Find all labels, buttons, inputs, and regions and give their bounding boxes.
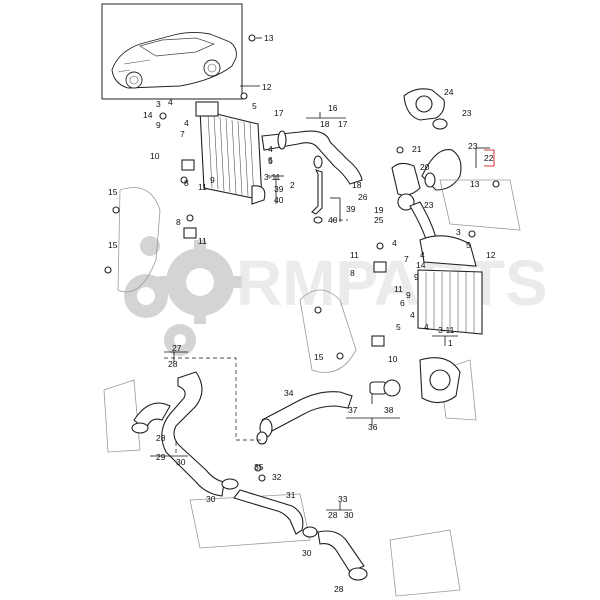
callout-15: 15 [108, 187, 118, 197]
callout-32: 32 [272, 472, 282, 482]
callout-4: 4 [424, 322, 429, 332]
callout-40: 40 [274, 195, 284, 205]
callout-34: 34 [284, 388, 294, 398]
callout-9: 9 [414, 272, 419, 282]
callout-13: 13 [470, 179, 480, 189]
callout-28: 28 [334, 584, 344, 594]
callout-10: 10 [150, 151, 160, 161]
callout-9: 9 [406, 290, 411, 300]
intercooler-left [195, 101, 266, 205]
callout-28: 28 [168, 359, 178, 369]
callout-7: 7 [404, 254, 409, 264]
callout-14: 14 [416, 260, 426, 270]
callout-11: 11 [198, 182, 207, 192]
callout-19: 19 [374, 205, 384, 215]
callout-17: 17 [338, 119, 348, 129]
callout-25: 25 [374, 215, 384, 225]
callout-15: 15 [314, 352, 324, 362]
callout-23: 23 [468, 141, 478, 151]
callout-3-11: 3-11 [264, 172, 281, 182]
callout-14: 14 [143, 110, 153, 120]
callout-5: 5 [252, 101, 257, 111]
callout-1: 1 [448, 338, 453, 348]
callout-29: 29 [156, 452, 166, 462]
leader-lines [150, 37, 495, 511]
callout-31: 31 [286, 490, 296, 500]
hose-upper [261, 130, 363, 185]
callout-9: 9 [156, 120, 161, 130]
callout-4: 4 [420, 250, 425, 260]
callout-8: 8 [176, 217, 181, 227]
callout-4: 4 [268, 144, 273, 154]
callout-36: 36 [368, 422, 378, 432]
pipe-lower [221, 478, 368, 581]
hose-lower-left [131, 371, 225, 497]
callout-22: 22 [484, 153, 494, 163]
callout-35: 35 [254, 462, 264, 472]
callout-40: 40 [328, 215, 338, 225]
callout-6: 6 [400, 298, 405, 308]
callout-11: 11 [198, 236, 207, 246]
callout-18: 18 [320, 119, 330, 129]
intercooler-right [417, 235, 483, 335]
callout-6: 6 [268, 155, 273, 165]
callout-5: 5 [466, 240, 471, 250]
watermark: RMPARTS [124, 236, 548, 356]
callout-20: 20 [420, 162, 430, 172]
callout-2: 2 [290, 180, 295, 190]
callout-11: 11 [394, 284, 403, 294]
callout-30: 30 [302, 548, 312, 558]
watermark-text: RMPARTS [236, 247, 548, 319]
callout-18: 18 [352, 180, 362, 190]
callout-16: 16 [328, 103, 338, 113]
callout-8: 8 [350, 268, 355, 278]
callout-30: 30 [206, 494, 216, 504]
callout-27: 27 [172, 343, 182, 353]
callout-30: 30 [344, 510, 354, 520]
callout-23: 23 [462, 108, 472, 118]
callout-5: 5 [396, 322, 401, 332]
callout-labels: 13 12 3 4 5 14 9 4 7 17 16 18 17 4 5 6 1… [108, 33, 496, 594]
callout-30: 30 [176, 457, 186, 467]
callout-4: 4 [410, 310, 415, 320]
pipe-small [311, 169, 323, 224]
callout-7: 7 [180, 129, 185, 139]
body-structure-ghost [103, 179, 521, 597]
vehicle-thumbnail [101, 3, 243, 100]
callout-23: 23 [424, 200, 434, 210]
callout-28: 28 [156, 433, 166, 443]
callout-26: 26 [358, 192, 368, 202]
callout-11: 11 [350, 250, 359, 260]
callout-39: 39 [274, 184, 284, 194]
callout-3-11: 3-11 [438, 325, 455, 335]
air-pipe-middle [256, 357, 461, 445]
callout-9: 9 [210, 175, 215, 185]
callout-28: 28 [328, 510, 338, 520]
callout-12: 12 [262, 82, 272, 92]
callout-10: 10 [388, 354, 398, 364]
callout-38: 38 [384, 405, 394, 415]
callout-4: 4 [184, 118, 189, 128]
callout-12: 12 [486, 250, 496, 260]
callout-33: 33 [338, 494, 348, 504]
callout-39: 39 [346, 204, 356, 214]
callout-37: 37 [348, 405, 358, 415]
callout-8: 8 [184, 178, 189, 188]
callout-3: 3 [156, 99, 161, 109]
callout-4: 4 [392, 238, 397, 248]
bolts [104, 34, 500, 482]
callout-24: 24 [444, 87, 454, 97]
callout-15: 15 [108, 240, 118, 250]
callout-5: 5 [268, 156, 273, 166]
callout-4: 4 [168, 97, 173, 107]
callout-3: 3 [456, 227, 461, 237]
callout-17: 17 [274, 108, 284, 118]
callout-21: 21 [412, 144, 422, 154]
callout-13: 13 [264, 33, 274, 43]
